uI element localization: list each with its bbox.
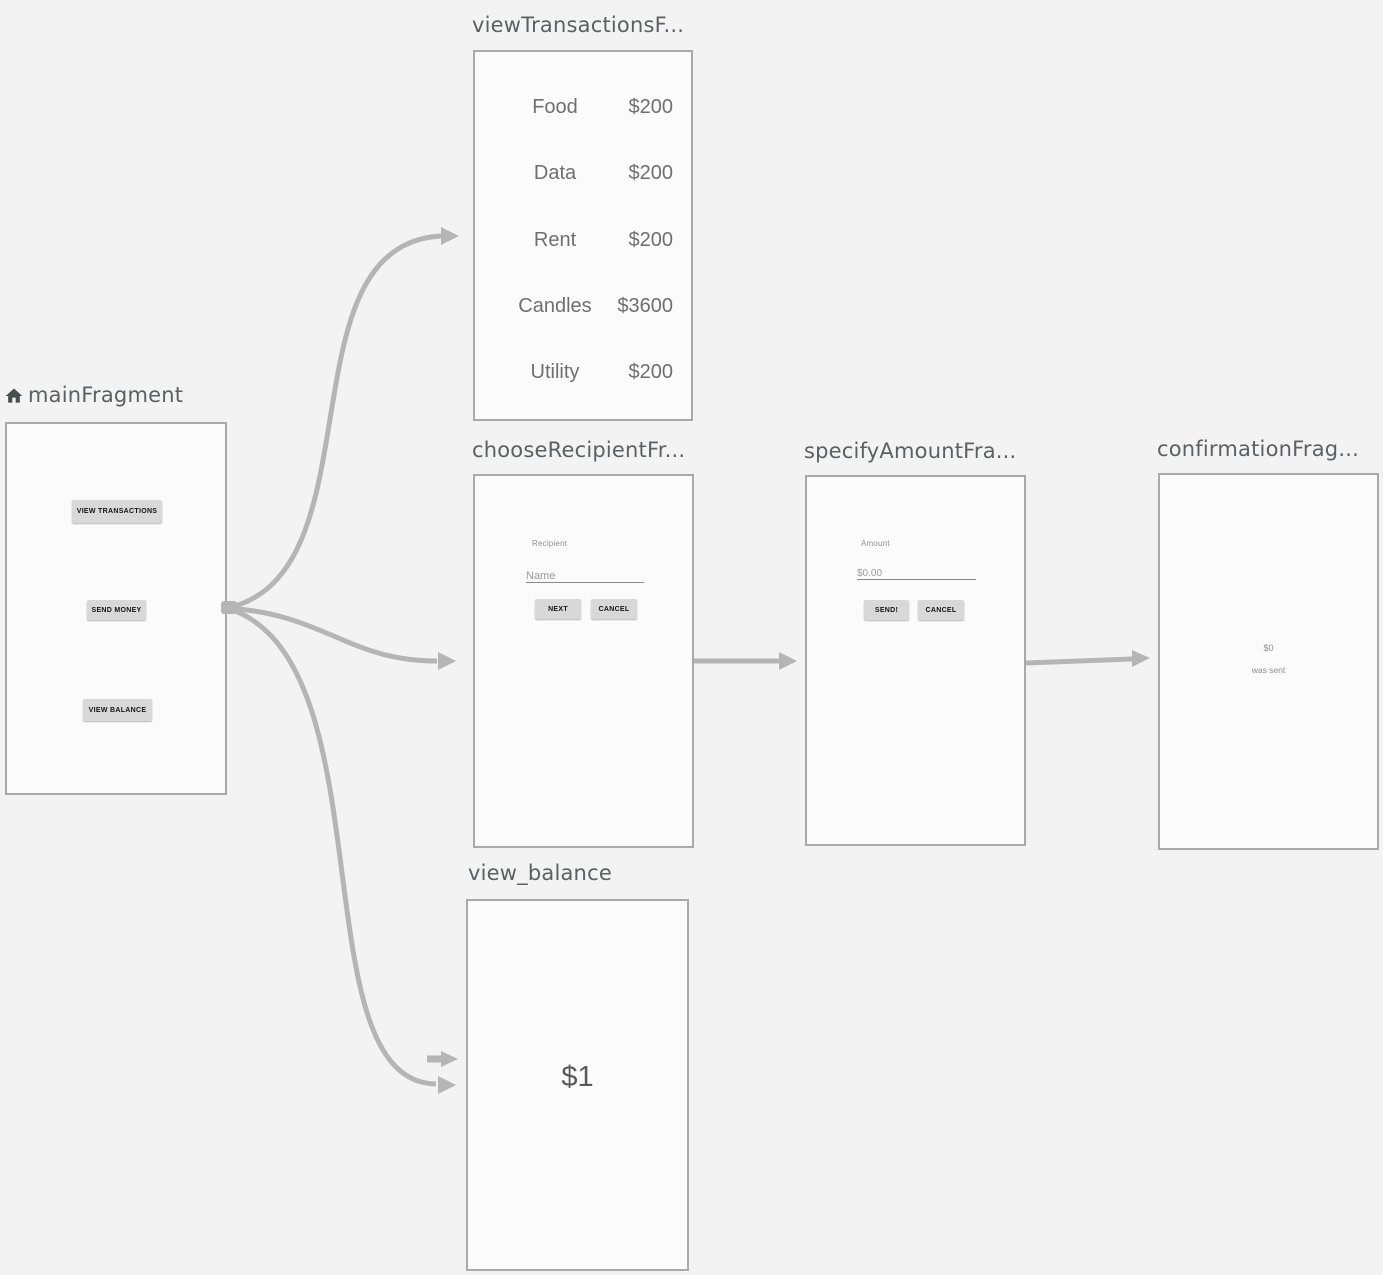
fragment-title-chooserecipient-label: chooseRecipientFr... bbox=[472, 438, 686, 462]
transaction-row: Food $200 bbox=[499, 95, 673, 119]
fragment-panel-specifyamount[interactable]: Amount $0.00 SEND! CANCEL bbox=[805, 475, 1026, 846]
arrowhead-icon bbox=[438, 1076, 456, 1094]
fragment-panel-chooserecipient[interactable]: Recipient Name NEXT CANCEL bbox=[473, 474, 694, 848]
fragment-title-specifyamount-label: specifyAmountFra... bbox=[804, 439, 1017, 463]
action-arrow-main-to-chooserecipient[interactable] bbox=[226, 605, 438, 664]
action-handle-main[interactable] bbox=[221, 601, 237, 614]
transaction-amount: $3600 bbox=[617, 294, 673, 317]
arrowhead-icon bbox=[1132, 650, 1150, 667]
balance-amount: $1 bbox=[561, 1061, 594, 1093]
transaction-row: Data $200 bbox=[499, 161, 673, 185]
fragment-title-viewtransactions: viewTransactionsF... bbox=[472, 13, 684, 37]
fragment-title-viewtransactions-label: viewTransactionsF... bbox=[472, 13, 685, 37]
recipient-name-field: Name bbox=[526, 562, 644, 583]
transaction-amount: $200 bbox=[628, 360, 674, 383]
fragment-title-specifyamount: specifyAmountFra... bbox=[804, 439, 1016, 463]
transaction-label: Candles bbox=[518, 294, 592, 317]
view-transactions-button: VIEW TRANSACTIONS bbox=[72, 500, 162, 523]
arrowhead-icon bbox=[441, 1051, 458, 1067]
transaction-amount: $200 bbox=[628, 161, 674, 184]
confirmation-message: was sent bbox=[1251, 665, 1286, 675]
action-arrow-main-to-viewtransactions[interactable] bbox=[226, 233, 442, 611]
transaction-amount: $200 bbox=[628, 228, 674, 251]
fragment-title-confirmation: confirmationFrag... bbox=[1157, 437, 1359, 461]
fragment-panel-viewtransactions[interactable]: Food $200 Data $200 Rent $200 Candles $3… bbox=[473, 50, 693, 421]
view-balance-button: VIEW BALANCE bbox=[83, 699, 152, 721]
amount-field: $0.00 bbox=[857, 561, 976, 580]
recipient-field-label: Recipient bbox=[532, 539, 568, 548]
action-arrow-specifyamount-to-confirmation[interactable] bbox=[1025, 656, 1133, 666]
send-money-button: SEND MONEY bbox=[87, 600, 146, 620]
arrowhead-icon bbox=[779, 652, 797, 670]
fragment-title-chooserecipient: chooseRecipientFr... bbox=[472, 438, 685, 462]
fragment-title-viewbalance-label: view_balance bbox=[468, 861, 612, 885]
fragment-title-main-label: mainFragment bbox=[28, 383, 184, 407]
fragment-title-main: mainFragment bbox=[4, 383, 183, 407]
amount-placeholder: $0.00 bbox=[857, 568, 883, 579]
recipient-name-placeholder: Name bbox=[526, 570, 556, 582]
fragment-title-viewbalance: view_balance bbox=[468, 861, 612, 885]
next-button: NEXT bbox=[535, 599, 581, 619]
fragment-panel-confirmation[interactable]: $0 was sent bbox=[1158, 473, 1379, 850]
arrowhead-icon bbox=[438, 652, 456, 670]
fragment-title-confirmation-label: confirmationFrag... bbox=[1157, 437, 1359, 461]
arrowhead-icon bbox=[441, 227, 459, 245]
send-button: SEND! bbox=[864, 600, 909, 620]
cancel-button: CANCEL bbox=[591, 599, 637, 619]
transaction-row: Candles $3600 bbox=[499, 294, 673, 318]
action-arrow-main-to-viewbalance[interactable] bbox=[226, 605, 437, 1087]
transaction-label: Data bbox=[533, 161, 577, 184]
transaction-amount: $200 bbox=[628, 95, 674, 118]
amount-field-label: Amount bbox=[861, 539, 890, 548]
confirmation-amount: $0 bbox=[1263, 643, 1274, 653]
fragment-panel-viewbalance[interactable]: $1 bbox=[466, 899, 689, 1271]
transaction-label: Food bbox=[532, 95, 578, 118]
home-icon bbox=[5, 388, 23, 403]
fragment-panel-main[interactable]: VIEW TRANSACTIONS SEND MONEY VIEW BALANC… bbox=[5, 422, 227, 795]
transaction-row: Rent $200 bbox=[499, 228, 673, 252]
transaction-label: Utility bbox=[530, 360, 580, 383]
transaction-row: Utility $200 bbox=[499, 360, 673, 384]
transaction-label: Rent bbox=[533, 228, 577, 251]
cancel-button: CANCEL bbox=[918, 600, 964, 620]
